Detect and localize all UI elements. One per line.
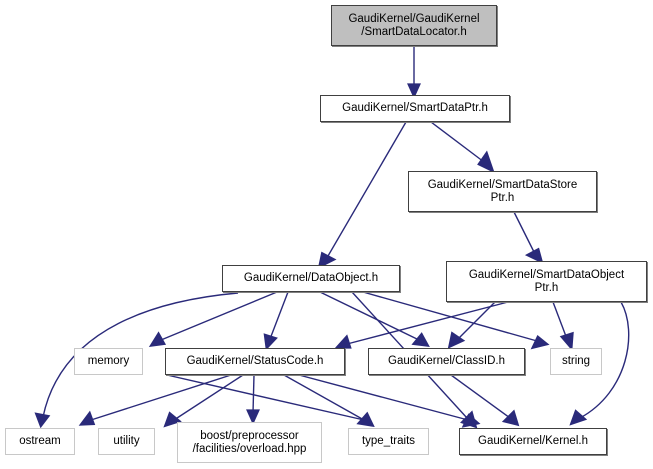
arrowhead [246, 409, 260, 425]
node-dataobject[interactable]: GaudiKernel/DataObject.h [222, 265, 400, 292]
arrowhead [34, 412, 51, 429]
edge-smartdataobjectptr-to-kernel [569, 301, 630, 426]
edge-dataobject-to-memory [148, 291, 278, 348]
edge-statuscode-to-boost_overload [246, 374, 260, 425]
arrowhead [317, 251, 337, 269]
node-utility[interactable]: utility [98, 428, 155, 455]
arrowhead [447, 331, 466, 349]
arrowhead [163, 411, 182, 428]
node-string[interactable]: string [550, 348, 602, 375]
edge-smartdataobjectptr-to-statuscode [334, 301, 509, 349]
arrowhead [78, 410, 96, 426]
node-ostream[interactable]: ostream [5, 428, 75, 455]
edge-smartdataobjectptr-to-string [552, 301, 574, 351]
node-smartdatastoreptr[interactable]: GaudiKernel/SmartDataStore Ptr.h [408, 171, 597, 212]
edge-statuscode-to-type_traits [283, 374, 375, 428]
node-boost_overload[interactable]: boost/preprocessor /facilities/overload.… [177, 422, 322, 463]
arrowhead [263, 333, 278, 351]
node-memory[interactable]: memory [74, 348, 143, 375]
arrowhead [148, 331, 167, 348]
arrowhead [356, 411, 375, 428]
edge-smartdataptr-to-smartdatastoreptr [430, 121, 495, 174]
arrowhead [461, 413, 481, 428]
node-smartdataptr[interactable]: GaudiKernel/SmartDataPtr.h [320, 95, 510, 122]
edge-smartdataobjectptr-to-classid [447, 301, 496, 349]
edge-statuscode-to-kernel [298, 374, 481, 428]
edge-smartdatalocator-to-smartdataptr [407, 46, 421, 99]
arrowhead [477, 150, 495, 174]
node-kernel[interactable]: GaudiKernel/Kernel.h [459, 428, 607, 455]
arrowhead [407, 83, 421, 99]
edge-statuscode-to-ostream [78, 374, 232, 426]
arrowhead [334, 334, 352, 349]
node-classid[interactable]: GaudiKernel/ClassID.h [368, 348, 525, 375]
edge-classid-to-type_traits [166, 374, 365, 421]
edge-dataobject-to-classid [319, 291, 430, 347]
edge-dataobject-to-statuscode [263, 291, 289, 351]
arrowhead [411, 332, 430, 347]
node-smartdataobjectptr[interactable]: GaudiKernel/SmartDataObject Ptr.h [446, 261, 647, 302]
edge-classid-to-kernel [450, 374, 520, 427]
node-type_traits[interactable]: type_traits [348, 428, 429, 455]
edge-dataobject-to-ostream [34, 292, 239, 429]
arrowhead [569, 409, 588, 426]
node-smartdatalocator[interactable]: GaudiKernel/GaudiKernel /SmartDataLocato… [331, 5, 497, 46]
arrowhead [524, 247, 544, 264]
edge-statuscode-to-utility [163, 374, 244, 428]
arrowhead [530, 334, 550, 350]
node-statuscode[interactable]: GaudiKernel/StatusCode.h [165, 348, 345, 375]
edge-smartdatastoreptr-to-smartdataobjectptr [513, 211, 544, 264]
edge-smartdataptr-to-dataobject [317, 121, 407, 269]
arrowhead [559, 331, 574, 351]
arrowhead [501, 409, 520, 427]
